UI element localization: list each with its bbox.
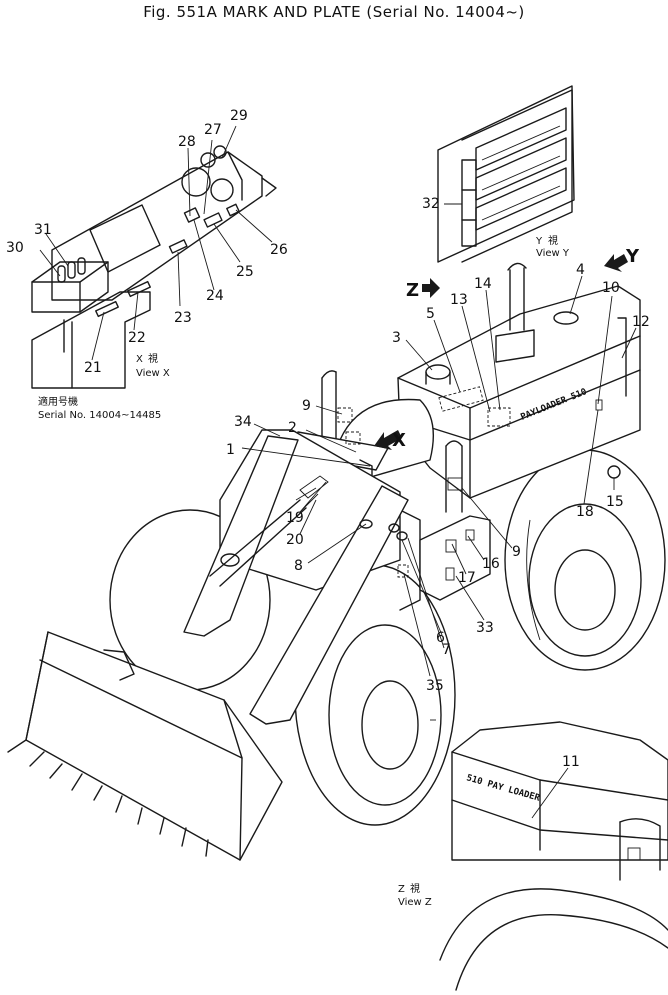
view-y-grille [437, 85, 575, 263]
part-label: 24 [206, 288, 224, 304]
figure-title: Fig. 551A MARK AND PLATE (Serial No. 140… [143, 3, 525, 21]
part-label: 13 [450, 292, 468, 308]
view-z-letter: Z [398, 884, 405, 895]
arrow-z-icon [422, 278, 440, 298]
view-arrows: X Y Z [374, 246, 640, 451]
part-label: 1 [226, 442, 235, 458]
part-label: 35 [426, 678, 444, 694]
part-label: 29 [230, 108, 248, 124]
part-label: 12 [632, 314, 650, 330]
part-label: 19 [286, 510, 304, 526]
arrow-z-label: Z [406, 280, 419, 301]
wheel-loader: PAYLOADER 510 [7, 262, 666, 861]
view-y-kanji: 視 [548, 234, 558, 247]
view-z-kanji: 視 [410, 882, 420, 895]
part-label: 3 [392, 330, 401, 346]
part-labels: 1 2 3 4 5 6 7 8 9 9 10 11 12 13 14 15 16… [6, 108, 650, 770]
arrow-y-label: Y [625, 246, 640, 267]
part-label: 8 [294, 558, 303, 574]
part-label: 14 [474, 276, 492, 292]
serial-note-kanji: 適用号機 [38, 395, 78, 408]
part-label: 10 [602, 280, 620, 296]
part-label: 32 [422, 196, 440, 212]
part-label: 9 [512, 544, 521, 560]
view-y-caption: View Y [536, 248, 570, 259]
part-label: 23 [174, 310, 192, 326]
part-label: 6 [436, 630, 445, 646]
view-z-rear: 510 PAY LOADER [439, 721, 668, 991]
view-x-caption: View X [136, 368, 170, 379]
part-label: 22 [128, 330, 146, 346]
part-label: 5 [426, 306, 435, 322]
part-label: 21 [84, 360, 102, 376]
view-captions: 視 X View X 視 Y View Y 視 Z View Z 適用号機 Se… [38, 234, 570, 908]
part-label: 30 [6, 240, 24, 256]
leader-lines [39, 125, 637, 819]
part-label: 9 [302, 398, 311, 414]
view-z-caption: View Z [398, 897, 432, 908]
part-label: 34 [234, 414, 252, 430]
view-x-dashboard [31, 145, 277, 389]
part-label: 26 [270, 242, 288, 258]
part-label: 7 [442, 642, 451, 658]
part-label: 31 [34, 222, 52, 238]
part-label: 18 [576, 504, 594, 520]
arrow-x-label: X [392, 430, 406, 451]
arrow-y-icon [604, 254, 628, 272]
part-label: 27 [204, 122, 222, 138]
rear-decal: 510 PAY LOADER [465, 773, 541, 804]
part-label: 17 [458, 570, 476, 586]
part-label: 33 [476, 620, 494, 636]
arrow-x-icon [374, 430, 402, 450]
part-label: 11 [562, 754, 580, 770]
part-label: 20 [286, 532, 304, 548]
view-y-letter: Y [535, 236, 543, 247]
part-label: 25 [236, 264, 254, 280]
view-x-letter: X [136, 354, 143, 365]
part-label: 4 [576, 262, 585, 278]
serial-note-range: Serial No. 14004~14485 [38, 410, 161, 421]
view-x-kanji: 視 [148, 352, 158, 365]
part-label: 15 [606, 494, 624, 510]
part-label: 16 [482, 556, 500, 572]
part-label: 2 [288, 420, 297, 436]
part-label: 28 [178, 134, 196, 150]
